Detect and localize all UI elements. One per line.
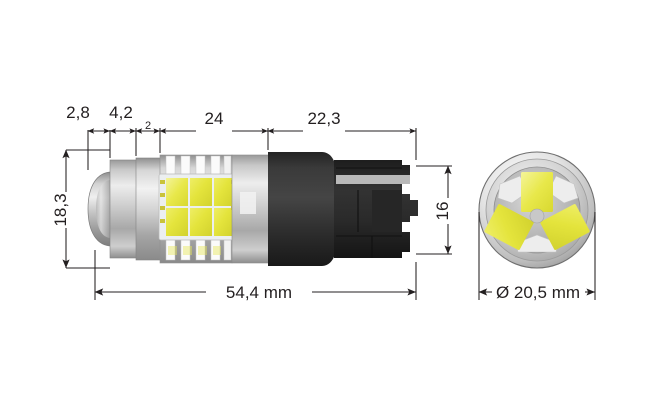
lens-dome-highlight (96, 180, 110, 238)
dim-total-length-label: 54,4 mm (226, 283, 292, 302)
wedge-base-body (268, 152, 336, 266)
led-chip (214, 178, 232, 206)
dim-2-label: 2 (145, 120, 151, 132)
base-stripe (336, 175, 410, 184)
sleeve-highlight (240, 192, 256, 214)
base-notches (402, 160, 414, 258)
led-chip (214, 208, 232, 236)
dim-2-8-label: 2,8 (66, 103, 90, 122)
dim-4-2-label: 4,2 (109, 103, 133, 122)
base-tab (410, 200, 418, 216)
led-bulb-side (87, 152, 418, 266)
led-bulb-end (478, 151, 596, 269)
led-chip (521, 172, 553, 212)
led-chip (484, 204, 534, 250)
dim-diameter-label: Ø 20,5 mm (496, 283, 580, 302)
led-reflection (168, 246, 221, 255)
base-window (372, 190, 402, 232)
dimension-lines (62, 128, 596, 300)
end-center-hub (529, 208, 545, 224)
dim-18-3-label: 18,3 (51, 193, 70, 226)
dim-16-label: 16 (433, 202, 452, 221)
led-chip (166, 208, 188, 236)
led-chip (540, 204, 590, 250)
led-chip (190, 178, 212, 206)
led-chip (190, 208, 212, 236)
end-led-chips (484, 172, 590, 250)
heatsink-collar (135, 157, 163, 261)
led-chip-grid (166, 178, 232, 236)
front-collar (109, 159, 139, 259)
base-detail-lines (336, 167, 402, 258)
dim-22-3-label: 22,3 (307, 109, 340, 128)
led-chip (166, 178, 188, 206)
end-reflector-spokes (497, 175, 579, 253)
dim-24-label: 24 (205, 109, 224, 128)
